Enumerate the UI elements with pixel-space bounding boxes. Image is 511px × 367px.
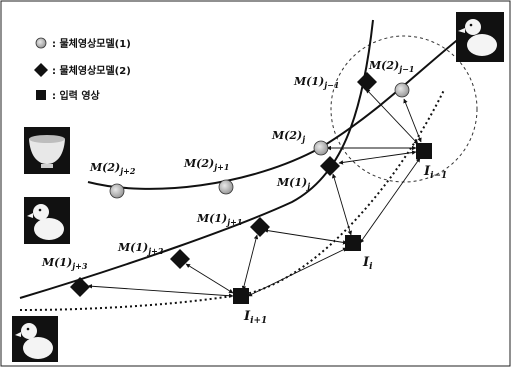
input-label: Ii+1 [243, 309, 267, 326]
model2-node [109, 183, 125, 199]
node-label: M(1)j+3 [41, 256, 88, 271]
legend-item-model1: : 물체영상모델(1) [35, 37, 131, 50]
duck-photo-bottom-left [12, 316, 58, 362]
model1-node [250, 217, 270, 237]
arrow [365, 88, 419, 145]
model2-node [313, 140, 329, 156]
arrow [185, 263, 234, 294]
correspondence-arrows [87, 88, 422, 298]
legend-item-input: : 입력 영상 [36, 89, 101, 102]
duck-photo-left [24, 197, 70, 244]
node-label: M(2)j+2 [89, 161, 136, 176]
node-label: M(1)j−1 [293, 75, 339, 90]
model2-labels: M(2)j+2 M(2)j+1 M(2)j M(2)j−1 [89, 59, 414, 176]
model2-node [218, 179, 234, 195]
model1-nodes [70, 72, 377, 297]
model1-labels: M(1)j+3 M(1)j+2 M(1)j+1 M(1)j M(1)j−1 [41, 75, 339, 271]
node-label: M(1)j+1 [196, 212, 242, 227]
model2-curve [87, 29, 471, 190]
legend-circle-icon [35, 37, 47, 49]
legend-square-icon [36, 90, 46, 100]
input-label: Ii [362, 255, 373, 272]
input-nodes [233, 143, 432, 304]
input-node [416, 143, 432, 159]
model2-node [394, 82, 410, 98]
model1-node [170, 249, 190, 269]
legend-item-model2: : 물체영상모델(2) [34, 63, 131, 77]
cup-photo-left [24, 127, 70, 174]
model1-node [70, 277, 90, 297]
model1-node [320, 156, 340, 176]
input-label: Ii−1 [423, 164, 447, 181]
arrow [247, 247, 348, 297]
arrow [338, 150, 417, 165]
legend-label: : 입력 영상 [52, 89, 101, 102]
legend: : 물체영상모델(1) : 물체영상모델(2) : 입력 영상 [34, 37, 131, 102]
input-curve [19, 89, 445, 311]
arrow [331, 173, 353, 236]
input-labels: Ii+1 Ii Ii−1 [243, 164, 447, 326]
arrow [403, 98, 422, 143]
duck-photo-top-right [456, 12, 504, 62]
input-node [233, 288, 249, 304]
node-label: M(1)j [276, 176, 310, 191]
arrow [263, 228, 348, 245]
legend-label: : 물체영상모델(2) [52, 64, 131, 77]
arrow [87, 284, 234, 298]
node-label: M(2)j+1 [183, 157, 229, 172]
node-label: M(2)j−1 [368, 59, 414, 74]
model2-nodes [109, 82, 410, 199]
arrow [359, 157, 421, 244]
model1-node [357, 72, 377, 92]
legend-label: : 물체영상모델(1) [52, 37, 131, 50]
model1-curve [19, 19, 374, 299]
arrow [241, 234, 259, 291]
input-node [345, 235, 361, 251]
neighborhood-circle [330, 35, 478, 183]
legend-diamond-icon [34, 63, 48, 77]
node-label: M(1)j+2 [117, 241, 164, 256]
node-label: M(2)j [271, 129, 305, 144]
